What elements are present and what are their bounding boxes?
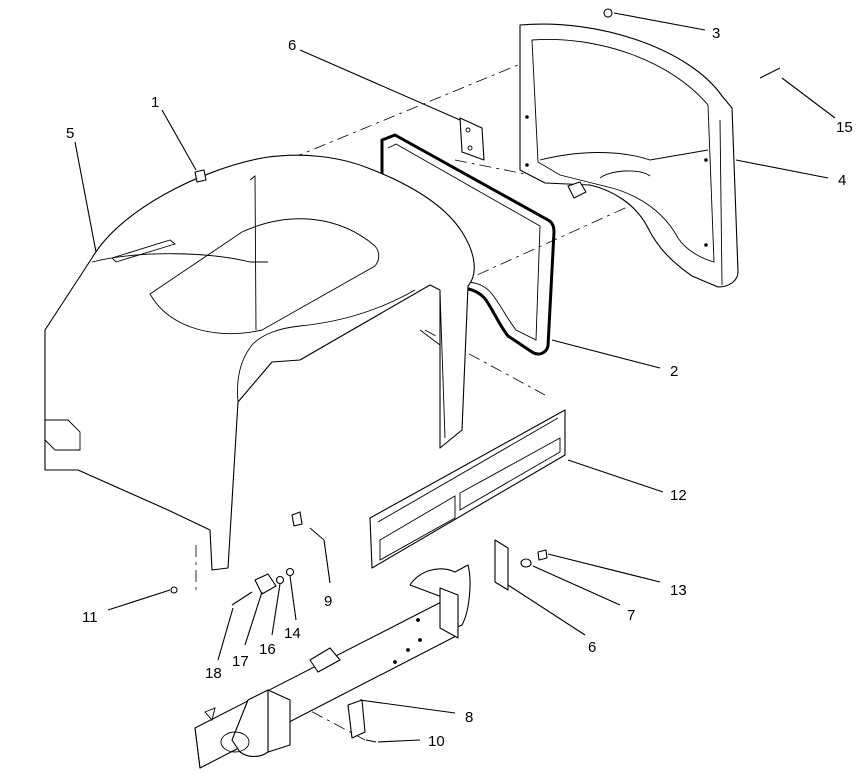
washer-part-16-icon [275, 575, 285, 585]
callout-13: 13 [670, 582, 687, 599]
screw-part-9-icon [291, 511, 303, 527]
callout-12: 12 [670, 487, 687, 504]
frame-assembly [194, 539, 509, 769]
callout-9: 9 [324, 593, 332, 610]
bolt-part-18-icon [231, 591, 253, 606]
washer-part-7-icon [520, 558, 532, 568]
decal-part-12 [369, 409, 566, 569]
callout-labels: 1 2 3 4 5 6 6 7 8 9 10 11 12 13 14 15 16… [66, 25, 853, 750]
hood-part-5 [44, 154, 475, 571]
callout-11: 11 [82, 609, 98, 626]
callout-8: 8 [465, 709, 473, 726]
pin-part-15-icon [759, 67, 781, 79]
nut-part-11-icon [170, 586, 178, 594]
callout-10: 10 [428, 733, 445, 750]
bracket-part-6-upper [459, 117, 485, 161]
callout-5: 5 [66, 125, 74, 142]
callout-16: 16 [259, 641, 276, 658]
callout-4: 4 [838, 172, 846, 189]
callout-2: 2 [670, 363, 678, 380]
nut-part-14-icon [285, 567, 295, 577]
callout-6-upper: 6 [288, 37, 296, 54]
callout-6-lower: 6 [588, 639, 596, 656]
callout-3: 3 [712, 25, 720, 42]
clamp-part-17-icon [254, 573, 277, 595]
leader-lines [74, 12, 836, 743]
callout-18: 18 [205, 665, 222, 682]
callout-1: 1 [151, 94, 159, 111]
callout-14: 14 [284, 625, 301, 642]
gasket-part-2 [380, 133, 556, 356]
hardware [170, 8, 781, 743]
callout-7: 7 [627, 607, 635, 624]
callout-17: 17 [232, 653, 249, 670]
screw-part-10-icon [365, 739, 377, 743]
nut-part-3-icon [603, 8, 613, 18]
callout-15: 15 [836, 119, 853, 136]
rear-panel-part-4 [519, 23, 739, 288]
bolt-part-1-icon [194, 169, 207, 183]
bolt-part-13-icon [537, 549, 548, 561]
